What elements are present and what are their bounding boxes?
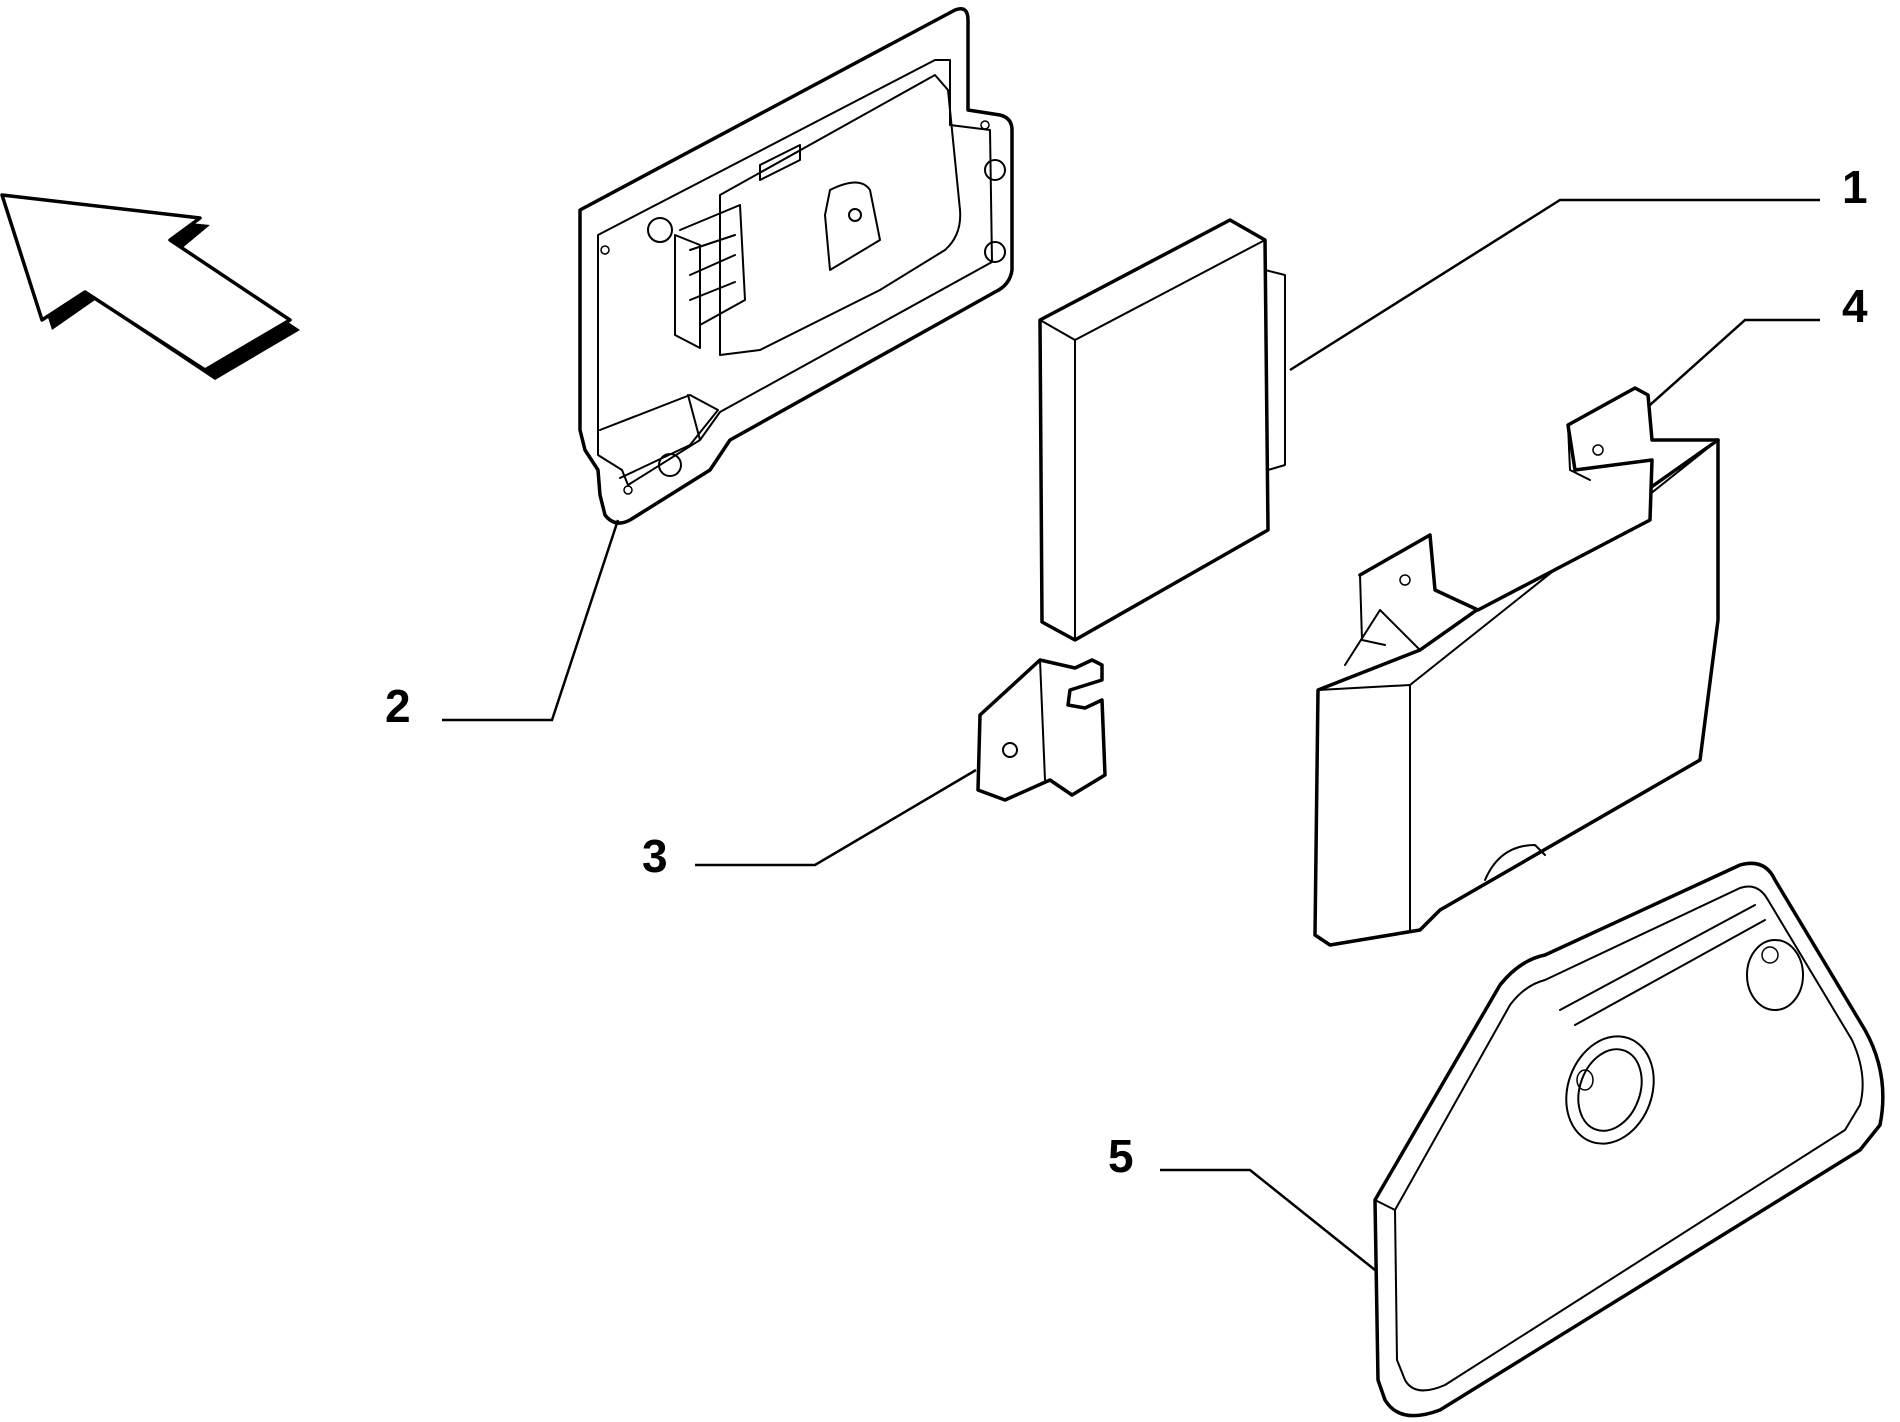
leader-line-3 (695, 768, 977, 867)
part-3-clip-bracket (976, 658, 1107, 802)
callout-2: 2 (385, 680, 411, 732)
part-5-rear-shell (1373, 861, 1885, 1418)
callout-5: 5 (1108, 1130, 1134, 1182)
leader-line-1 (1289, 198, 1820, 372)
direction-arrow-icon (0, 193, 300, 380)
leader-line-4 (1649, 318, 1820, 406)
part-4-cover-shield (1313, 386, 1720, 947)
callout-3: 3 (642, 830, 668, 882)
leader-line-5 (1160, 1168, 1376, 1271)
callout-4: 4 (1842, 280, 1868, 332)
leader-line-2 (442, 519, 620, 722)
part-2-mounting-plate (578, 7, 1014, 525)
callout-1: 1 (1842, 161, 1868, 213)
part-1-control-unit (1038, 218, 1286, 642)
